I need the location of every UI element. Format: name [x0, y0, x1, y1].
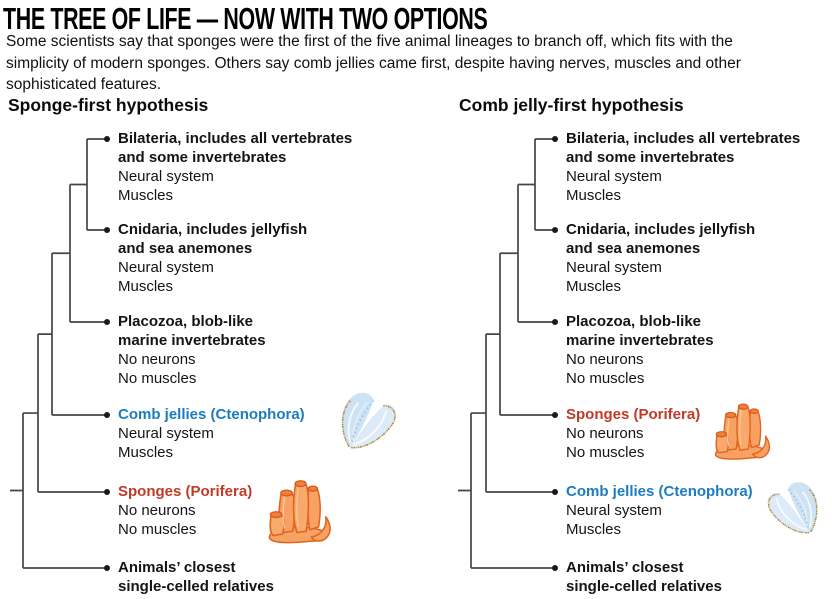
leaf-name: and sea anemones [118, 240, 253, 257]
leaf-name: Bilateria, includes all vertebrates [118, 130, 353, 147]
leaf-name: Cnidaria, includes jellyfish [566, 221, 756, 238]
branch-tip-dot [552, 319, 558, 325]
leaf-name: and some invertebrates [566, 149, 735, 166]
leaf-trait: Muscles [566, 521, 622, 538]
subtitle-line: sophisticated features. [6, 76, 162, 93]
leaf-name: Placozoa, blob-like [118, 313, 254, 330]
branch-tip-dot [552, 227, 558, 233]
leaf-trait: Neural system [118, 259, 214, 276]
branch-tip-dot [104, 227, 110, 233]
leaf-name: and some invertebrates [118, 149, 287, 166]
branch-tip-dot [552, 565, 558, 571]
leaf-name: Comb jellies (Ctenophora) [118, 406, 305, 423]
tree-leaf: Animals’ closest single-celled relatives [118, 558, 274, 596]
branch-tip-dot [552, 412, 558, 418]
leaf-trait: No muscles [566, 370, 645, 387]
leaf-trait: Neural system [566, 259, 662, 276]
leaf-trait: No neurons [566, 425, 644, 442]
comb-jelly-illustration [762, 474, 831, 546]
sponge-first-branches [10, 138, 107, 569]
tree-leaf: Cnidaria, includes jellyfish and sea anem… [118, 220, 307, 296]
tree-leaf: Animals’ closest single-celled relatives [566, 558, 722, 596]
sponge-illustration [714, 403, 771, 460]
leaf-name: Bilateria, includes all vertebrates [566, 130, 801, 147]
comb-jelly-first-branches [458, 138, 555, 569]
leaf-name: Animals’ closest [118, 559, 236, 576]
branch-tip-dot [552, 136, 558, 142]
leaf-trait: Neural system [566, 168, 662, 185]
branch-tip-dot [104, 489, 110, 495]
page-title: THE TREE OF LIFE — NOW WITH TWO OPTIONS [3, 1, 488, 36]
leaf-trait: No neurons [566, 351, 644, 368]
leaf-name: Animals’ closest [566, 559, 684, 576]
leaf-name: Placozoa, blob-like [566, 313, 702, 330]
leaf-name: and sea anemones [566, 240, 701, 257]
sponge-illustration [268, 479, 331, 544]
branch-tip-dot [104, 565, 110, 571]
leaf-trait: No muscles [118, 370, 197, 387]
leaf-name: marine invertebrates [566, 332, 714, 349]
branch-tip-dot [104, 412, 110, 418]
leaf-name: single-celled relatives [566, 578, 722, 595]
leaf-name: single-celled relatives [118, 578, 274, 595]
leaf-name: Comb jellies (Ctenophora) [566, 483, 753, 500]
tree-leaf: Bilateria, includes all vertebrates and s… [118, 129, 352, 205]
leaf-name: Cnidaria, includes jellyfish [118, 221, 308, 238]
tree-leaf: Cnidaria, includes jellyfish and sea anem… [566, 220, 755, 296]
branch-tip-dot [104, 136, 110, 142]
tree-leaf: Sponges (Porifera) No neurons No muscles [118, 482, 252, 539]
leaf-trait: Muscles [118, 187, 174, 204]
leaf-trait: No neurons [118, 351, 196, 368]
branch-tip-dot [104, 319, 110, 325]
page-subtitle: Some scientists say that sponges were th… [6, 31, 741, 96]
leaf-trait: Neural system [566, 502, 662, 519]
subtitle-line: Some scientists say that sponges were th… [6, 33, 733, 50]
branch-tip-dot [552, 489, 558, 495]
leaf-name: Sponges (Porifera) [566, 406, 701, 423]
comb-jelly-first-heading: Comb jelly-first hypothesis [459, 95, 684, 115]
leaf-trait: Muscles [566, 278, 622, 295]
tree-leaf: Bilateria, includes all vertebrates and s… [566, 129, 800, 205]
leaf-name: marine invertebrates [118, 332, 266, 349]
leaf-trait: No muscles [118, 521, 197, 538]
comb-jelly-illustration [327, 384, 402, 462]
leaf-trait: Muscles [566, 187, 622, 204]
leaf-name: Sponges (Porifera) [118, 483, 253, 500]
sponge-first-heading: Sponge-first hypothesis [8, 95, 209, 115]
leaf-trait: Muscles [118, 278, 174, 295]
leaf-trait: Neural system [118, 425, 214, 442]
tree-leaf: Sponges (Porifera) No neurons No muscles [566, 405, 700, 462]
leaf-trait: No neurons [118, 502, 196, 519]
leaf-trait: No muscles [566, 444, 645, 461]
subtitle-line: simplicity of modern sponges. Others say… [6, 54, 741, 72]
leaf-trait: Muscles [118, 444, 174, 461]
leaf-trait: Neural system [118, 168, 214, 185]
